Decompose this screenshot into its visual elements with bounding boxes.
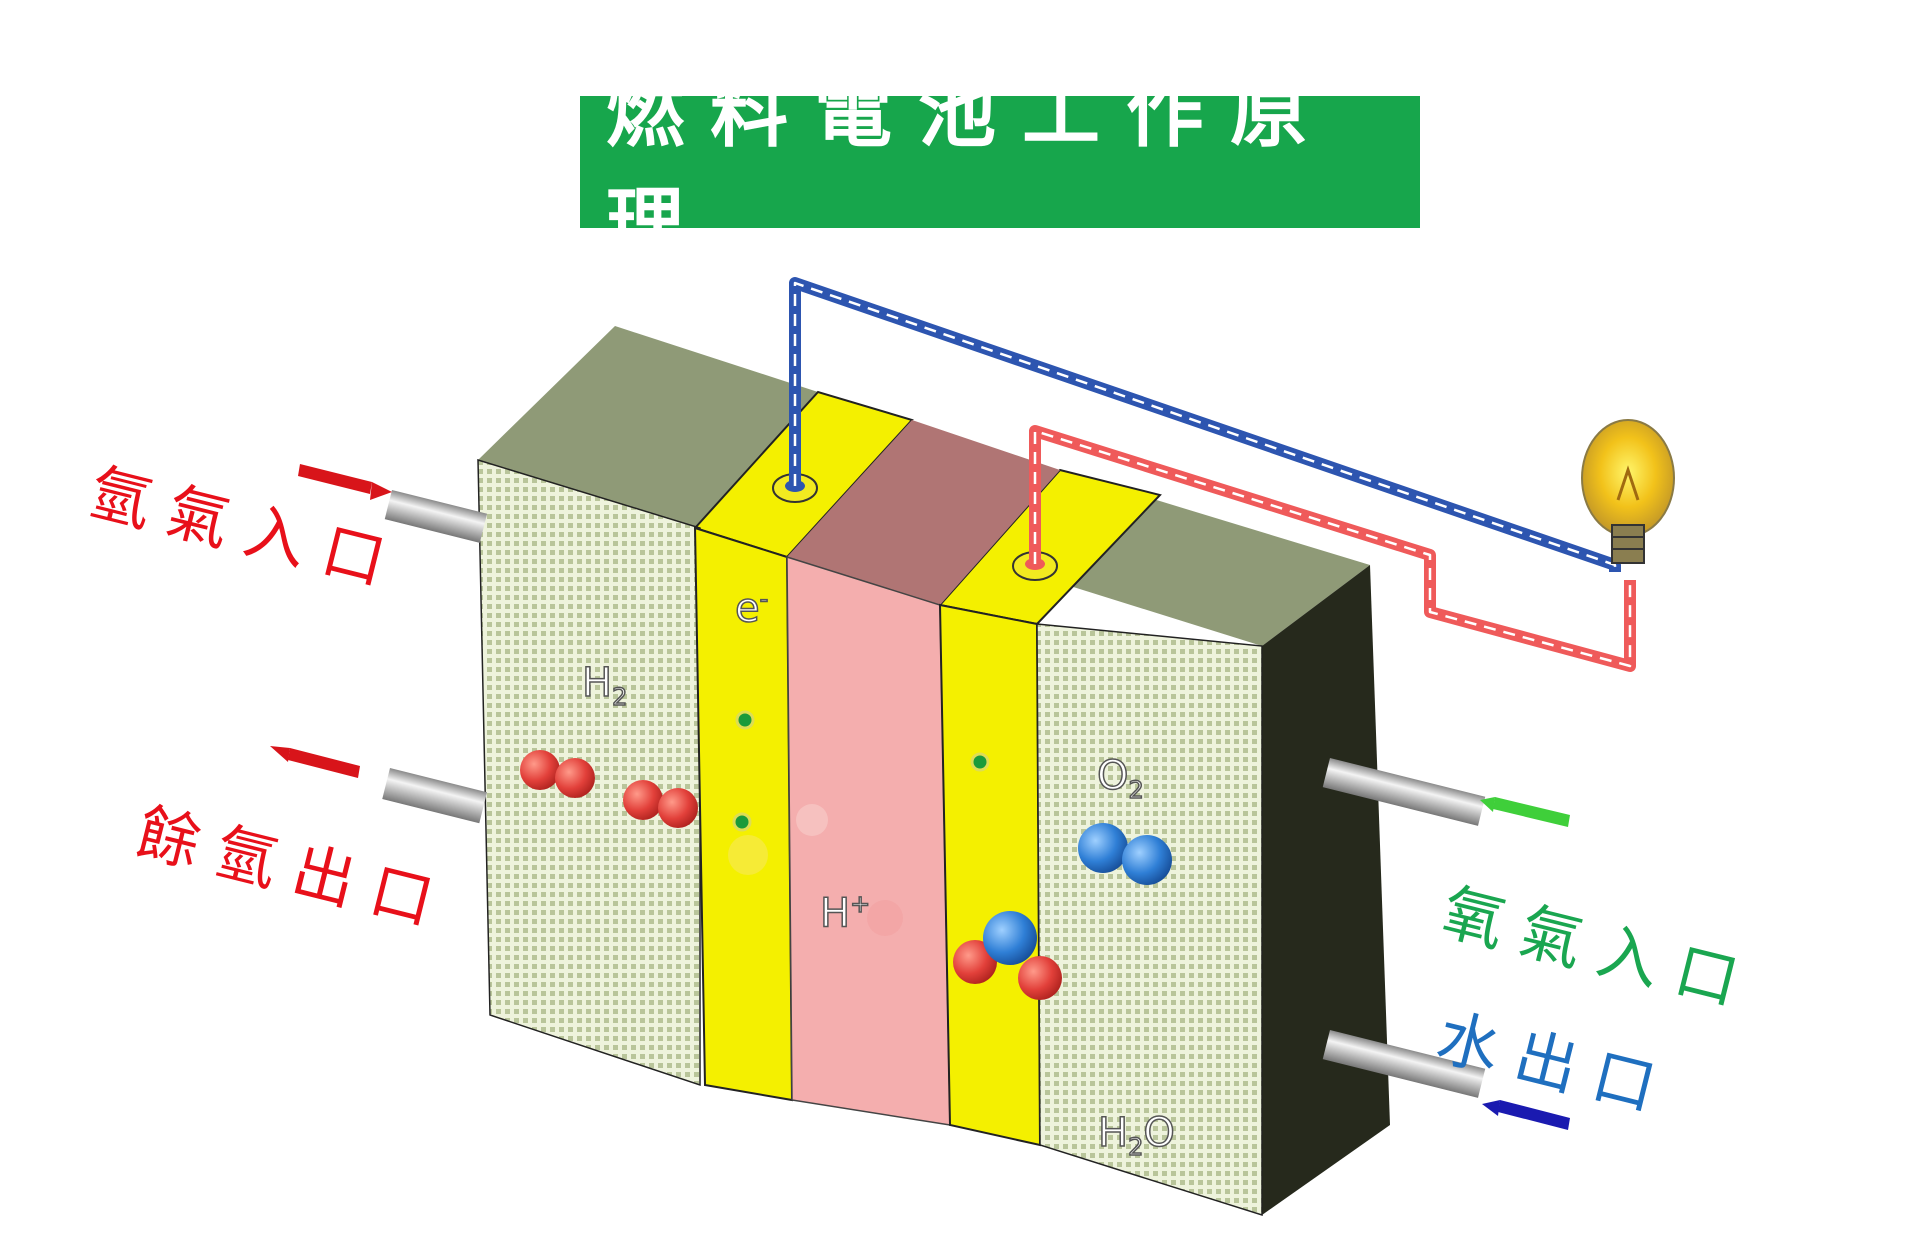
light-bulb-icon	[1581, 419, 1675, 564]
arrow-out-icon	[1482, 1100, 1570, 1130]
water-label-base: H	[1097, 1109, 1129, 1157]
o2-label: O2	[1096, 752, 1145, 805]
hydrogen-inlet-pipe	[384, 490, 488, 543]
hydrogen-molecule	[623, 780, 698, 828]
electron-dot	[732, 812, 752, 832]
electron-dot	[735, 710, 755, 730]
o2-label-base: O	[1096, 752, 1129, 800]
proton-exchange-membrane	[786, 555, 951, 1126]
cell-right-side	[1262, 565, 1390, 1215]
cathode-electrode	[938, 603, 1042, 1147]
anode-wire	[789, 277, 1621, 572]
proton-label: H+	[819, 889, 871, 938]
electron-glow	[728, 835, 768, 875]
electron-label-base: e	[734, 585, 760, 633]
water-molecule	[953, 911, 1062, 1000]
o2-label-sub: 2	[1128, 775, 1145, 805]
title-banner: 燃料電池工作原理	[580, 68, 1420, 270]
water-label-tail: O	[1143, 1109, 1176, 1157]
arrow-out-icon	[270, 746, 360, 778]
electron-label-sup: -	[759, 584, 769, 614]
cathode-wire	[1029, 425, 1636, 672]
anode-plate-top	[478, 326, 818, 528]
h2-label: H2	[581, 659, 628, 712]
water-label: H2O	[1097, 1109, 1176, 1162]
oxygen-inlet-pipe	[1322, 757, 1486, 826]
proton-particle	[867, 900, 903, 936]
oxygen-molecule	[1078, 823, 1172, 885]
h2-label-base: H	[581, 659, 613, 707]
membrane-top	[787, 420, 1060, 605]
hydrogen-molecule	[520, 750, 595, 798]
proton-particle	[796, 804, 828, 836]
arrow-in-icon	[298, 464, 392, 500]
hydrogen-outlet-pipe	[382, 768, 488, 824]
electron-dot	[970, 752, 990, 772]
arrow-in-icon	[1480, 797, 1570, 827]
page-title: 燃料電池工作原理	[606, 68, 1335, 270]
h2-label-sub: 2	[611, 682, 628, 712]
water-outlet-pipe	[1322, 1030, 1486, 1098]
electron-label: e-	[734, 584, 769, 633]
proton-label-sup: +	[849, 889, 871, 919]
proton-label-base: H	[819, 890, 851, 938]
water-label-sub: 2	[1127, 1132, 1144, 1162]
